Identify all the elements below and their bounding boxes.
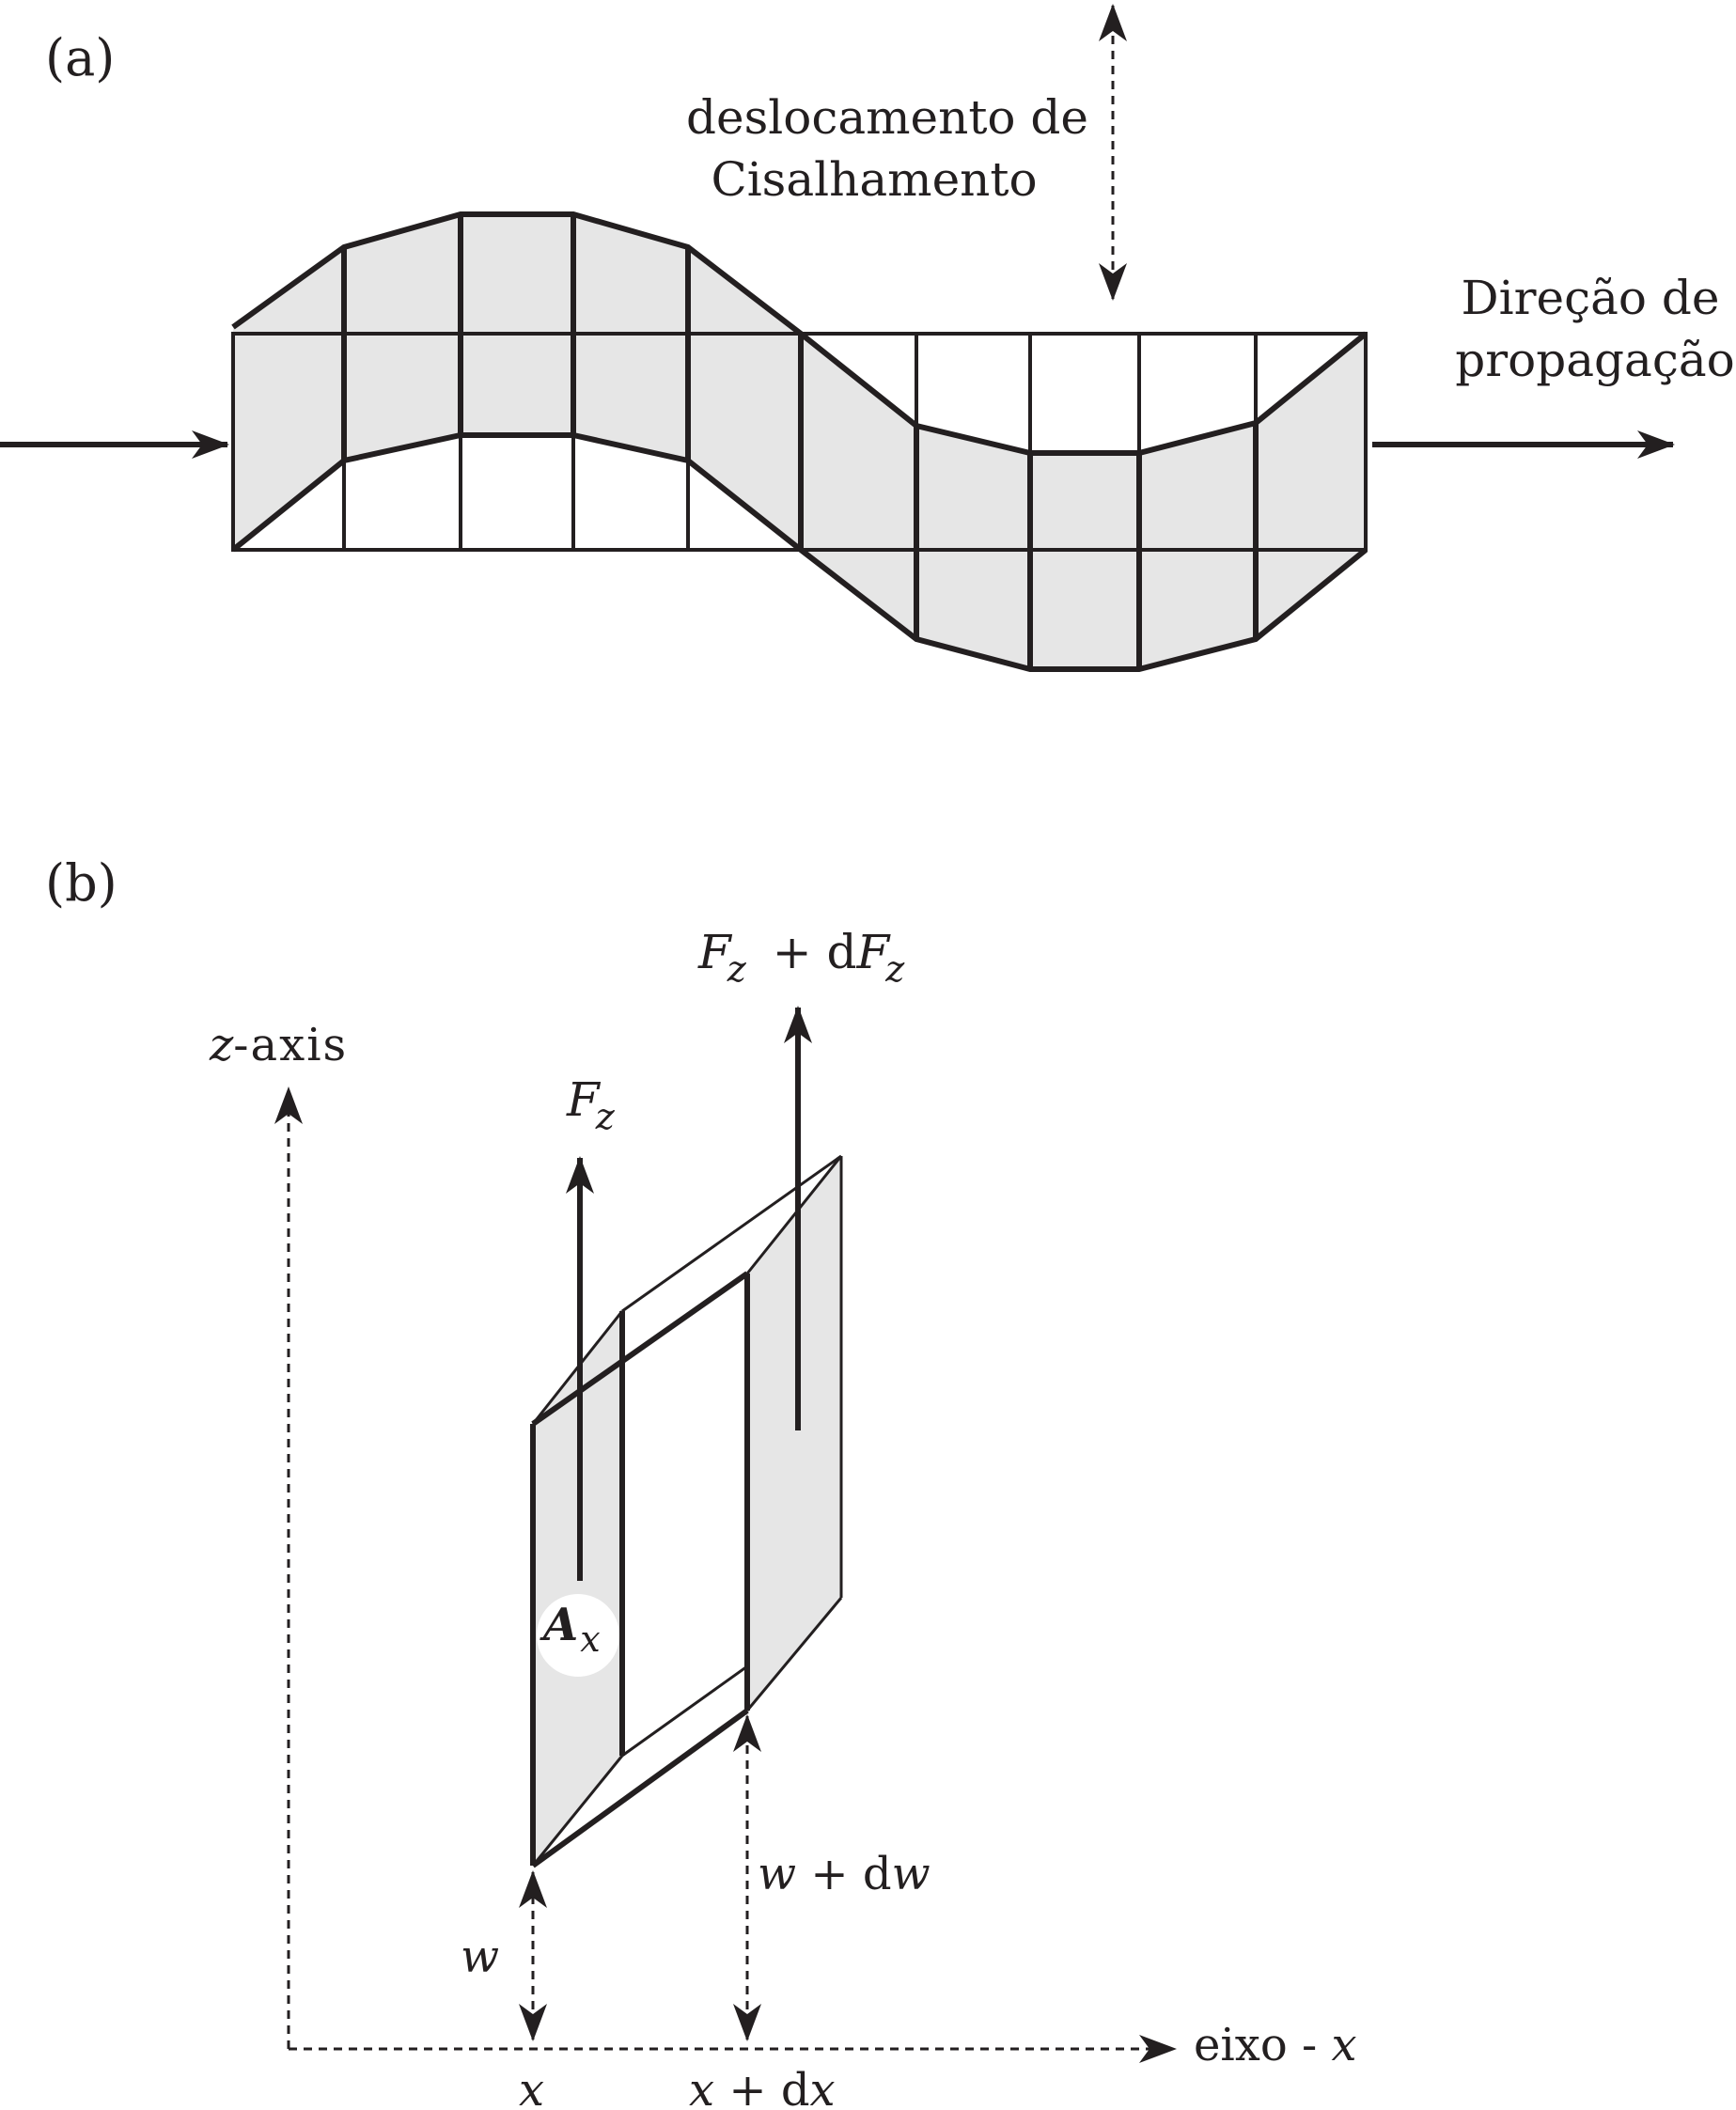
- element-thin-edges: [531, 1154, 843, 1867]
- panel-b-label: (b): [45, 853, 117, 913]
- sheared-cells: [231, 211, 1368, 672]
- panel-b: (b): [45, 853, 1357, 2110]
- panel-a: (a): [0, 4, 1735, 672]
- sheared-wave-fill: [233, 214, 1366, 669]
- w-dw-label: w + dw: [758, 1848, 931, 1900]
- w-label: w: [461, 1930, 499, 1983]
- element-faces: [533, 1156, 841, 1866]
- area-label: Ax: [540, 1599, 601, 1660]
- x-label: x: [519, 2064, 544, 2110]
- panel-a-label: (a): [45, 28, 115, 87]
- direction-label-line1: Direção de: [1462, 271, 1720, 325]
- shear-label-line2: Cisalhamento: [711, 152, 1037, 207]
- direction-label-line2: propagação: [1455, 333, 1735, 387]
- shear-label-line1: deslocamento de: [686, 90, 1088, 145]
- x-axis-label: eixo - x: [1194, 2019, 1357, 2071]
- z-axis-label: z-axis: [209, 1019, 348, 1071]
- area-label-disc: [537, 1594, 619, 1677]
- x-dx-label: x + dx: [689, 2064, 836, 2110]
- force-plus-label: Fz+ dFz: [697, 925, 905, 990]
- element-thick-edges: [530, 1271, 750, 1868]
- force-label: Fz: [566, 1072, 616, 1137]
